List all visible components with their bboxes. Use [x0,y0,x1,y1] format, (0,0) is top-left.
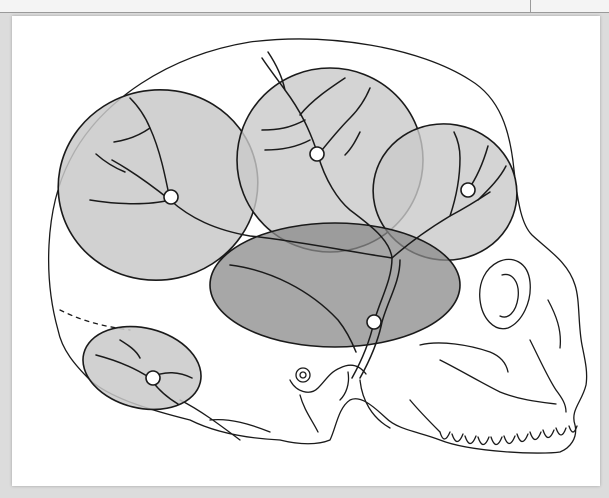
ear-canal [296,368,310,382]
territory-temporal [210,223,460,347]
orbit-outline [480,259,531,328]
node-posterior-parietal [461,183,475,197]
node-occipital [146,371,160,385]
teeth [440,426,577,445]
maxilla-outline [530,300,566,412]
node-frontal [164,190,178,204]
node-temporal [367,315,381,329]
node-parietal [310,147,324,161]
